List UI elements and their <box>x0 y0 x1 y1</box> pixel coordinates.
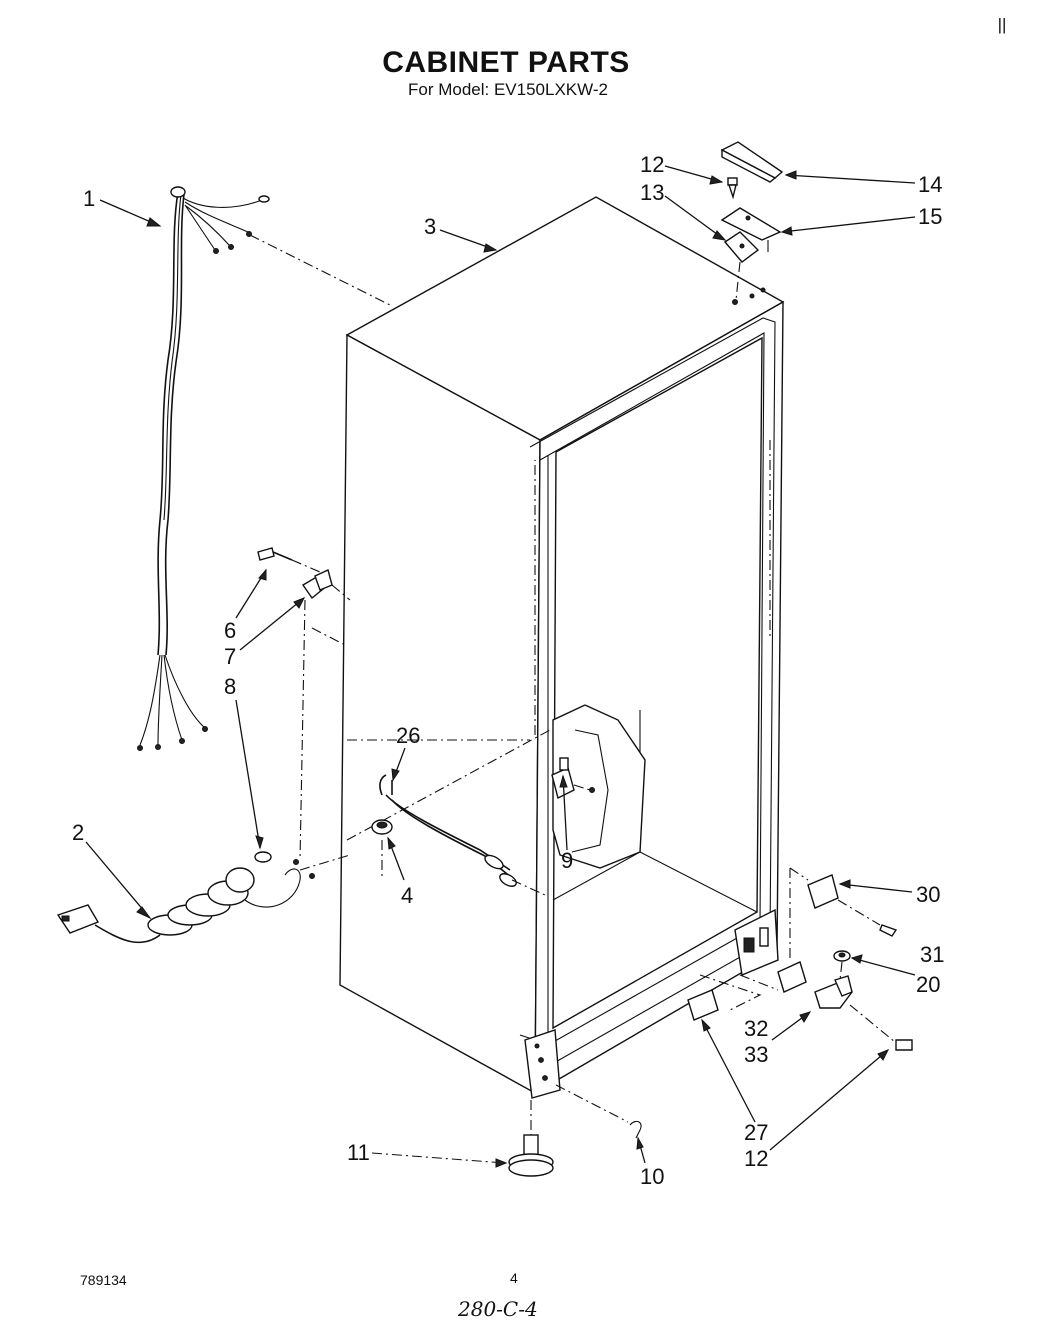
screw-12-top <box>727 177 738 186</box>
parts-6-7-8 <box>254 547 351 881</box>
callout-labels: 1 2 3 4 6 7 8 9 10 11 12 12 13 14 15 20 … <box>72 152 944 1189</box>
drain-tube <box>379 774 546 896</box>
callout-20: 20 <box>916 972 940 997</box>
callout-6: 6 <box>224 618 236 643</box>
callout-31: 31 <box>920 942 944 967</box>
lower-hinge-assembly <box>687 867 913 1051</box>
callout-4: 4 <box>401 883 413 908</box>
screw-31 <box>879 924 898 937</box>
handwritten-note: 280-C-4 <box>457 1297 538 1321</box>
callout-33: 33 <box>744 1042 768 1067</box>
callout-32: 32 <box>744 1016 768 1041</box>
cabinet-body <box>339 196 785 1099</box>
page-title: CABINET PARTS <box>382 46 630 79</box>
callout-26: 26 <box>396 723 420 748</box>
document-number: 789134 <box>80 1272 127 1288</box>
callout-14: 14 <box>918 172 942 197</box>
callout-12-top: 12 <box>640 152 664 177</box>
callout-13: 13 <box>640 180 664 205</box>
liner-bulge <box>552 704 646 869</box>
shim-32 <box>777 961 807 993</box>
page-number: 4 <box>510 1270 518 1286</box>
callout-12-bottom: 12 <box>744 1146 768 1171</box>
cover-30 <box>807 874 839 909</box>
leader-lines <box>85 165 916 1168</box>
clip-8 <box>254 851 272 863</box>
block-27 <box>687 989 719 1021</box>
callout-27: 27 <box>744 1120 768 1145</box>
callout-3: 3 <box>424 214 436 239</box>
door-flange <box>529 317 776 1069</box>
callout-15: 15 <box>918 204 942 229</box>
callout-11: 11 <box>347 1140 370 1165</box>
callout-30: 30 <box>916 882 940 907</box>
clip-10 <box>629 1120 642 1139</box>
callout-10: 10 <box>640 1164 664 1189</box>
callout-7: 7 <box>224 644 236 669</box>
power-cord <box>56 854 351 944</box>
leveling-leg <box>508 1084 642 1177</box>
hinge-15 <box>720 207 782 241</box>
screw-12-bottom <box>895 1039 913 1051</box>
callout-1: 1 <box>83 186 95 211</box>
callout-2: 2 <box>72 820 84 845</box>
screw-6 <box>257 547 275 561</box>
corner-mark: || <box>998 15 1007 34</box>
grommet-4 <box>371 819 393 880</box>
wire-harness <box>137 186 391 751</box>
liner-opening <box>552 336 763 1030</box>
model-subtitle: For Model: EV150LXKW-2 <box>408 80 608 99</box>
callout-8: 8 <box>224 674 236 699</box>
cabinet-side-face <box>339 333 541 1095</box>
callout-9: 9 <box>561 848 573 873</box>
power-plug <box>56 904 100 934</box>
top-hinge-assembly <box>720 141 784 305</box>
